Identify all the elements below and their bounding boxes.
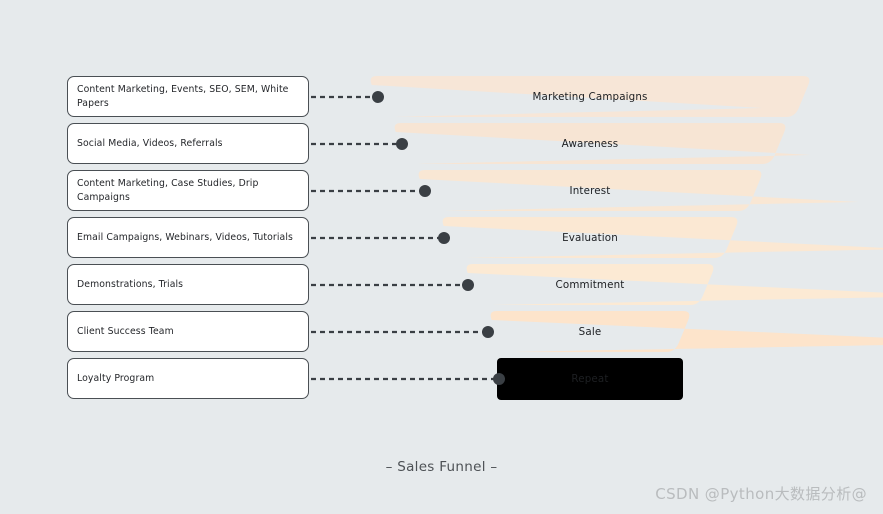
funnel-stage-label: Awareness <box>561 137 619 150</box>
tactic-label-box[interactable]: Content Marketing, Case Studies, Drip Ca… <box>67 170 309 211</box>
tactic-label-text: Social Media, Videos, Referrals <box>77 137 223 149</box>
tactic-label-text: Content Marketing, Events, SEO, SEM, Whi… <box>77 84 289 109</box>
tactic-label-box[interactable]: Demonstrations, Trials <box>67 264 309 305</box>
tactic-label-text: Content Marketing, Case Studies, Drip Ca… <box>77 178 259 203</box>
funnel-stage-repeat[interactable] <box>497 358 683 400</box>
page-title: – Sales Funnel – <box>385 459 498 475</box>
funnel-stage-sale[interactable] <box>490 311 883 352</box>
tactic-label-box[interactable]: Loyalty Program <box>67 358 309 399</box>
tactic-label-box[interactable]: Client Success Team <box>67 311 309 352</box>
funnel-stage-label: Sale <box>578 325 602 338</box>
tactic-label-column: Content Marketing, Events, SEO, SEM, Whi… <box>67 76 309 405</box>
funnel-stage-label: Repeat <box>571 373 609 385</box>
watermark: CSDN @Python大数据分析@ <box>655 485 867 503</box>
funnel-stage-label: Marketing Campaigns <box>532 90 648 103</box>
tactic-label-box[interactable]: Content Marketing, Events, SEO, SEM, Whi… <box>67 76 309 117</box>
funnel-stage-commitment[interactable] <box>466 264 883 305</box>
tactic-label-box[interactable]: Email Campaigns, Webinars, Videos, Tutor… <box>67 217 309 258</box>
tactic-label-text: Loyalty Program <box>77 372 155 384</box>
tactic-label-text: Email Campaigns, Webinars, Videos, Tutor… <box>77 231 293 243</box>
tactic-label-text: Demonstrations, Trials <box>77 278 184 290</box>
tactic-label-box[interactable]: Social Media, Videos, Referrals <box>67 123 309 164</box>
funnel-stage-marketing-campaigns[interactable] <box>370 76 810 117</box>
funnel-stage-awareness[interactable] <box>394 123 811 164</box>
funnel-stage-interest[interactable] <box>418 170 859 211</box>
funnel-stage-evaluation[interactable] <box>442 217 883 258</box>
funnel-stage-label: Commitment <box>555 278 625 291</box>
funnel-stage-label: Interest <box>569 184 611 197</box>
tactic-label-text: Client Success Team <box>77 325 174 337</box>
funnel-stage-label: Evaluation <box>562 231 618 244</box>
